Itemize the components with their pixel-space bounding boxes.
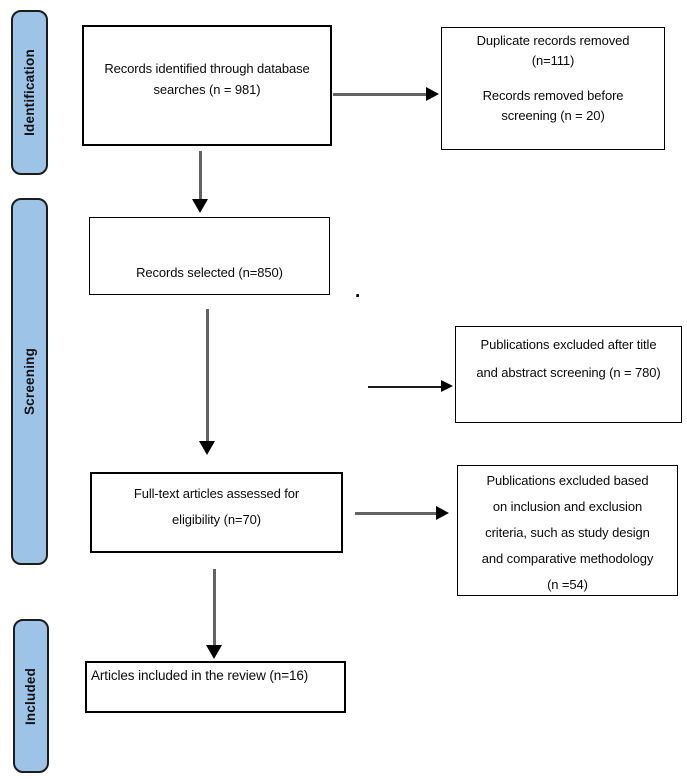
box-line: Records selected (n=850): [136, 265, 283, 280]
box-line: (n =54): [547, 577, 588, 592]
box-line: (n=111): [531, 53, 575, 68]
box-duplicates-removed: Duplicate records removed (n=111) Record…: [441, 27, 665, 150]
box-line: Duplicate records removed: [476, 33, 630, 48]
box-line: criteria, such as study design: [485, 525, 650, 540]
arrow-identified-to-duplicates-line: [333, 93, 427, 96]
arrow-to-excluded-title-line: [368, 386, 442, 388]
stage-screening: Screening: [11, 198, 48, 565]
box-fulltext-assessed: Full-text articles assessed for eligibil…: [90, 472, 343, 553]
arrow-identified-to-selected-line: [199, 151, 202, 200]
box-line: Publications excluded after title: [480, 337, 657, 352]
box-line: Records identified through database: [104, 61, 310, 76]
box-line: on inclusion and exclusion: [492, 499, 643, 514]
arrow-down-icon: [206, 645, 222, 659]
arrow-fulltext-to-included-line: [213, 569, 216, 646]
box-line: Articles included in the review (n=16): [91, 668, 309, 683]
box-line: searches (n = 981): [153, 82, 261, 97]
box-line: and comparative methodology: [481, 551, 654, 566]
box-excluded-criteria: Publications excluded based on inclusion…: [457, 465, 678, 596]
box-line: Records removed before: [482, 88, 624, 103]
arrow-right-icon: [441, 380, 453, 392]
arrow-down-icon: [199, 441, 215, 455]
box-line: screening (n = 20): [501, 108, 605, 123]
arrow-right-icon: [426, 87, 439, 101]
stage-included: Included: [13, 619, 49, 773]
stage-identification: Identification: [11, 10, 48, 175]
box-line: and abstract screening (n = 780): [476, 365, 661, 380]
arrow-selected-to-fulltext-line: [206, 309, 209, 442]
box-records-identified: Records identified through database sear…: [82, 25, 332, 146]
box-line: eligibility (n=70): [172, 512, 261, 527]
arrow-fulltext-to-excluded-criteria-line: [355, 512, 437, 515]
stage-screening-label: Screening: [22, 347, 38, 416]
box-articles-included: Articles included in the review (n=16): [85, 661, 346, 713]
arrow-right-icon: [436, 506, 449, 520]
stage-included-label: Included: [23, 667, 39, 725]
box-line: Publications excluded based: [486, 473, 649, 488]
stray-period: .: [355, 281, 361, 302]
blank-line: [442, 71, 664, 86]
box-line: Full-text articles assessed for: [133, 486, 300, 501]
arrow-down-icon: [192, 199, 208, 213]
box-records-selected: Records selected (n=850): [89, 217, 330, 295]
box-excluded-title-abstract: Publications excluded after title and ab…: [455, 326, 682, 423]
stage-identification-label: Identification: [22, 49, 37, 136]
